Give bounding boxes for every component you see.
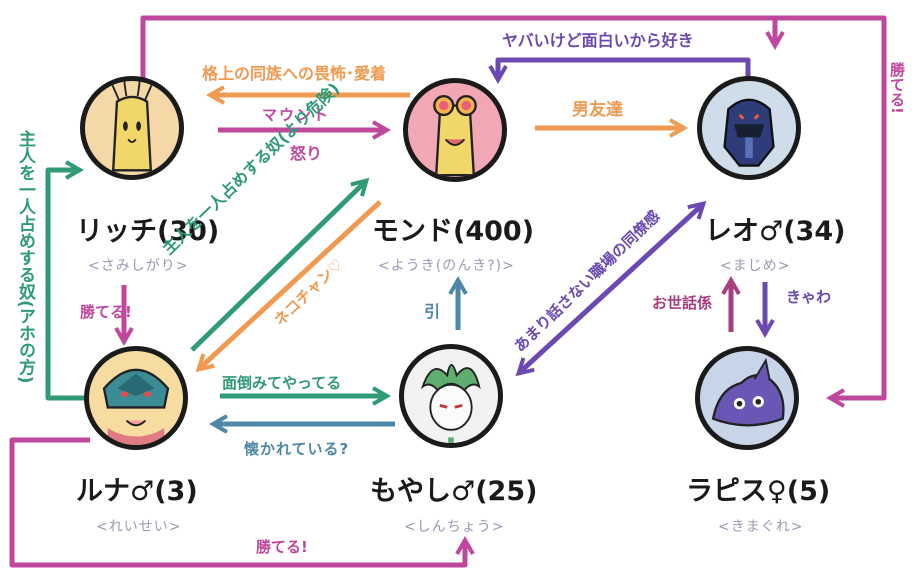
label-luna-to-rich: 主人を一人占めする奴(アホの方) xyxy=(15,130,35,384)
leo-trait: <まじめ> xyxy=(720,258,791,274)
moyashi-trait: <しんちょう> xyxy=(404,519,505,535)
label-leo-to-mond: ヤバいけど面白いから好き xyxy=(502,31,694,50)
mond-trait: <ようき(のんき?)> xyxy=(378,258,515,274)
arrow-mond-to-luna xyxy=(195,200,382,373)
label-rich-to-luna: 勝てる! xyxy=(80,303,132,321)
lapis-trait: <きまぐれ> xyxy=(718,519,804,535)
leo-portrait-icon xyxy=(697,76,801,180)
label-luna-to-moyashi-bottom: 勝てる! xyxy=(256,538,308,556)
rich-trait: <さみしがり> xyxy=(88,258,189,274)
label-moyashi-to-mond: 引 xyxy=(424,302,441,321)
moyashi-name: もやし♂(25) xyxy=(370,476,538,507)
luna-name: ルナ♂(3) xyxy=(76,476,198,507)
arrow-luna-to-rich xyxy=(45,160,90,401)
lapis-name: ラピス♀(5) xyxy=(686,476,831,507)
label-rich-to-mond-mount: マウント xyxy=(262,106,331,124)
label-moyashi-to-luna: 懐かれている? xyxy=(244,440,350,458)
arrow-leo-moyashi xyxy=(515,200,707,377)
label-lapis-to-leo: お世話係 xyxy=(652,294,713,312)
rich-name: リッチ(30) xyxy=(76,216,220,247)
luna-portrait-icon xyxy=(84,346,188,450)
arrow-leo-to-mond xyxy=(488,57,751,85)
label-leo-to-lapis: きゃわ xyxy=(786,288,832,306)
luna-trait: <れいせい> xyxy=(96,519,182,535)
label-rich-to-lapis: 勝てる! xyxy=(888,62,906,114)
label-luna-to-moyashi: 面倒みてやってる xyxy=(222,374,342,392)
label-mond-to-leo: 男友達 xyxy=(572,100,623,120)
leo-name: レオ♂(34) xyxy=(705,216,846,247)
arrow-rich-to-lapis xyxy=(140,15,785,78)
moyashi-portrait-icon xyxy=(399,344,503,448)
mond-portrait-icon xyxy=(403,78,507,182)
lapis-portrait-icon xyxy=(695,346,799,450)
label-mond-to-rich: 格上の同族への畏怖･愛着 xyxy=(202,64,387,83)
rich-portrait-icon xyxy=(80,76,184,180)
mond-name: モンド(400) xyxy=(372,216,535,247)
arrow-luna-to-moyashi-bottom xyxy=(9,437,475,568)
arrow-rich-to-lapis-side xyxy=(775,15,887,408)
arrow-luna-to-mond xyxy=(190,177,370,352)
label-rich-to-mond-anger: 怒り xyxy=(290,144,323,163)
